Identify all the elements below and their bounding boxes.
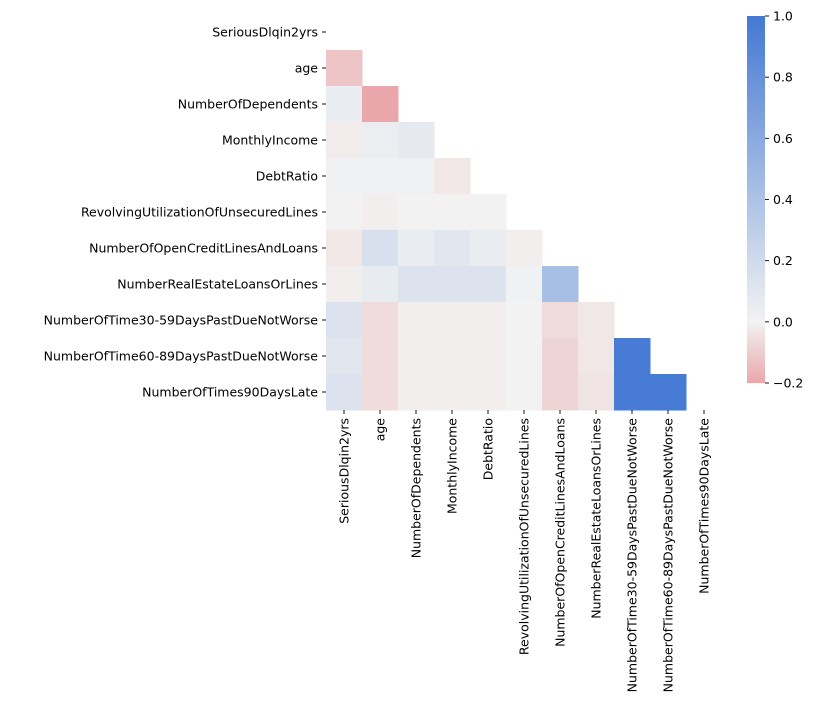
x-tick-label: NumberOfOpenCreditLinesAndLoans xyxy=(553,418,568,647)
y-tick-label: age xyxy=(295,61,319,76)
y-tick-label: NumberOfDependents xyxy=(178,97,318,112)
heatmap-cell xyxy=(398,374,435,411)
heatmap-cell xyxy=(470,194,507,231)
heatmap-cell xyxy=(506,302,543,339)
heatmap-cell xyxy=(362,374,399,411)
colorbar-tick-label: −0.2 xyxy=(773,376,803,391)
y-tick-label: SeriousDlqin2yrs xyxy=(212,25,318,40)
y-tick-label: NumberRealEstateLoansOrLines xyxy=(117,277,318,292)
heatmap-cell xyxy=(542,302,579,339)
x-tick-label: DebtRatio xyxy=(481,418,496,480)
heatmap-cell xyxy=(362,158,399,195)
x-tick-label: NumberOfDependents xyxy=(409,418,424,558)
x-tick-label: SeriousDlqin2yrs xyxy=(337,418,352,524)
heatmap-cell xyxy=(506,230,543,267)
heatmap-cells xyxy=(326,50,687,411)
heatmap-cell xyxy=(434,230,471,267)
heatmap-cell xyxy=(326,302,363,339)
heatmap-cell xyxy=(398,158,435,195)
heatmap-cell xyxy=(578,302,615,339)
y-tick-label: NumberOfTime30-59DaysPastDueNotWorse xyxy=(44,313,319,328)
heatmap-cell xyxy=(362,302,399,339)
heatmap-cell xyxy=(434,374,471,411)
heatmap-cell xyxy=(326,266,363,303)
colorbar-gradient xyxy=(747,16,765,383)
heatmap-cell xyxy=(362,122,399,159)
heatmap-cell xyxy=(326,50,363,87)
y-tick-label: NumberOfTimes90DaysLate xyxy=(142,385,318,400)
colorbar-tick-label: 0.6 xyxy=(773,131,793,146)
heatmap-cell xyxy=(470,230,507,267)
heatmap-cell xyxy=(506,374,543,411)
y-tick-label: NumberOfTime60-89DaysPastDueNotWorse xyxy=(44,349,319,364)
heatmap-cell xyxy=(506,266,543,303)
heatmap-cell xyxy=(398,230,435,267)
heatmap-cell xyxy=(326,374,363,411)
heatmap-cell xyxy=(398,194,435,231)
heatmap-cell xyxy=(470,338,507,375)
y-tick-label: MonthlyIncome xyxy=(222,133,318,148)
heatmap-cell xyxy=(470,266,507,303)
heatmap-cell xyxy=(434,158,471,195)
heatmap-cell xyxy=(542,266,579,303)
heatmap-cell xyxy=(398,122,435,159)
colorbar: −0.2 0.0 0.2 0.4 0.6 0.8 1.0 xyxy=(747,9,803,391)
x-tick-label: RevolvingUtilizationOfUnsecuredLines xyxy=(517,418,532,655)
heatmap-cell xyxy=(578,374,615,411)
y-axis: SeriousDlqin2yrs ageNumberOfDependentsMon… xyxy=(44,25,326,400)
heatmap-cell xyxy=(434,338,471,375)
heatmap-cell xyxy=(614,338,651,375)
y-tick-label: DebtRatio xyxy=(256,169,318,184)
heatmap-cell xyxy=(362,338,399,375)
heatmap-cell xyxy=(470,374,507,411)
colorbar-tick-label: 0.2 xyxy=(773,253,793,268)
heatmap-cell xyxy=(362,266,399,303)
heatmap-cell xyxy=(326,194,363,231)
colorbar-tick-label: 0.8 xyxy=(773,70,793,85)
heatmap-cell xyxy=(326,230,363,267)
heatmap-cell xyxy=(326,158,363,195)
heatmap-cell xyxy=(542,374,579,411)
heatmap-cell xyxy=(506,338,543,375)
heatmap-cell xyxy=(650,374,687,411)
y-tick-label: RevolvingUtilizationOfUnsecuredLines xyxy=(81,205,318,220)
heatmap-cell xyxy=(578,338,615,375)
heatmap-cell xyxy=(326,86,363,123)
heatmap-cell xyxy=(434,302,471,339)
heatmap-cell xyxy=(326,122,363,159)
heatmap-cell xyxy=(434,266,471,303)
heatmap-cell xyxy=(398,302,435,339)
colorbar-tick-label: 0.0 xyxy=(773,314,793,329)
heatmap-cell xyxy=(362,86,399,123)
heatmap-cell xyxy=(362,230,399,267)
x-tick-label: NumberOfTimes90DaysLate xyxy=(697,418,712,594)
colorbar-tick-label: 0.4 xyxy=(773,192,793,207)
x-tick-label: age xyxy=(373,418,388,442)
heatmap-cell xyxy=(326,338,363,375)
x-tick-label: MonthlyIncome xyxy=(445,418,460,514)
x-tick-label: NumberOfTime60-89DaysPastDueNotWorse xyxy=(661,418,676,693)
heatmap-cell xyxy=(542,338,579,375)
x-tick-label: NumberOfTime30-59DaysPastDueNotWorse xyxy=(625,418,640,693)
heatmap-cell xyxy=(434,194,471,231)
heatmap-cell xyxy=(398,338,435,375)
colorbar-tick-label: 1.0 xyxy=(773,9,793,24)
heatmap-cell xyxy=(362,194,399,231)
y-tick-label: NumberOfOpenCreditLinesAndLoans xyxy=(89,241,318,256)
heatmap-cell xyxy=(470,302,507,339)
x-axis: SeriousDlqin2yrs age NumberOfDependents Mon… xyxy=(337,410,712,692)
heatmap-cell xyxy=(614,374,651,411)
x-tick-label: NumberRealEstateLoansOrLines xyxy=(589,418,604,619)
heatmap-cell xyxy=(398,266,435,303)
